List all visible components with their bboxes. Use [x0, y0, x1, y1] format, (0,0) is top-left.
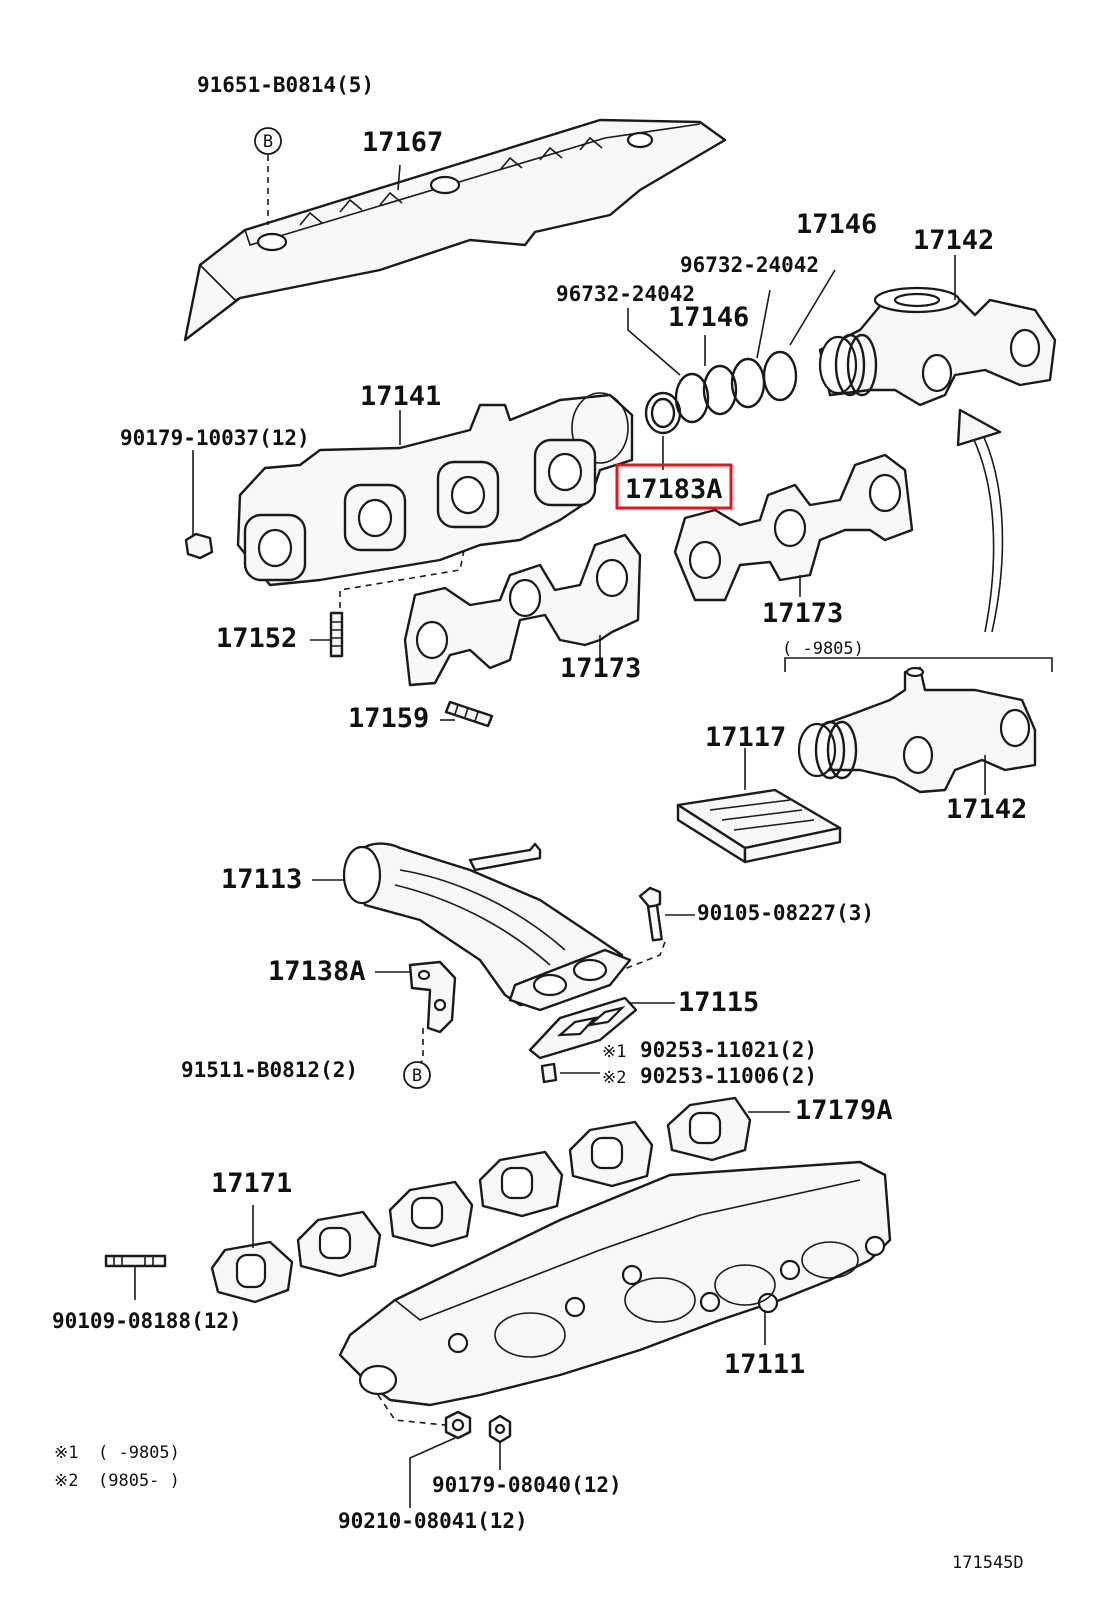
pipe-17113[interactable] — [342, 842, 632, 1012]
label-17167: 17167 — [362, 127, 443, 158]
label-17142-top: 17142 — [913, 225, 994, 256]
exhaust-manifold-17141[interactable] — [236, 392, 634, 587]
label-17173-left: 17173 — [560, 653, 641, 684]
ring-17146-top[interactable] — [762, 350, 798, 402]
label-17159: 17159 — [348, 703, 429, 734]
label-90210-08041: 90210-08041(12) — [338, 1509, 528, 1533]
exhaust-elbow-17142-bottom[interactable] — [797, 666, 1037, 794]
label-17138a: 17138A — [268, 956, 366, 987]
reference-b-marker-top: B — [254, 127, 282, 155]
note-2-text: (9805- ) — [98, 1471, 180, 1491]
nut-90210-08041[interactable] — [444, 1410, 472, 1440]
gasket-17179a[interactable] — [296, 1096, 752, 1278]
label-90253-11006: 90253-11006(2) — [640, 1064, 817, 1088]
gasket-17173-left[interactable] — [403, 533, 642, 687]
svg-text:B: B — [263, 132, 273, 152]
piston-ring-96732-a[interactable] — [674, 372, 710, 424]
diagram-id: 171545D — [952, 1553, 1024, 1573]
label-91511-b0812: 91511-B0812(2) — [181, 1058, 358, 1082]
ring-17146-mid[interactable] — [702, 364, 738, 416]
exhaust-elbow-17142-top[interactable] — [818, 286, 1057, 407]
label-mark-1: ※1 — [602, 1042, 626, 1062]
range-bracket — [784, 657, 1053, 672]
nut-90179-10037[interactable] — [184, 532, 214, 560]
label-17146-top: 17146 — [796, 209, 877, 240]
label-range-top: ( -9805) — [782, 639, 864, 659]
stud-90109[interactable] — [104, 1254, 167, 1268]
label-17183a[interactable]: 17183A — [625, 474, 723, 505]
label-17171: 17171 — [211, 1168, 292, 1199]
label-17179a: 17179A — [795, 1095, 893, 1126]
gasket-17171[interactable] — [210, 1240, 294, 1304]
label-17152: 17152 — [216, 623, 297, 654]
label-17141: 17141 — [360, 381, 441, 412]
piston-ring-96732-b[interactable] — [730, 357, 766, 409]
label-17142-bottom: 17142 — [946, 794, 1027, 825]
label-17173-right: 17173 — [762, 598, 843, 629]
label-17111: 17111 — [724, 1349, 805, 1380]
plug-90253[interactable] — [540, 1062, 558, 1084]
direction-arrow — [956, 408, 1004, 633]
note-2-mark: ※2 — [54, 1471, 78, 1491]
bracket-17138a[interactable] — [408, 960, 457, 1034]
stud-17152[interactable] — [329, 611, 344, 658]
label-90109-08188: 90109-08188(12) — [52, 1309, 242, 1333]
label-90179-08040: 90179-08040(12) — [432, 1473, 622, 1497]
heat-insulator-17167[interactable] — [183, 118, 727, 342]
leader-lines — [134, 155, 986, 1508]
exhaust-manifold-17111[interactable] — [338, 1160, 892, 1407]
label-90105-08227: 90105-08227(3) — [697, 901, 874, 925]
gasket-17115[interactable] — [528, 996, 638, 1060]
label-17113: 17113 — [221, 864, 302, 895]
bolt-90105-08227[interactable] — [638, 886, 663, 942]
label-96732-24042-a: 96732-24042 — [680, 253, 819, 277]
reference-b-marker-bottom: B — [403, 1061, 431, 1089]
plate-17117[interactable] — [676, 788, 842, 864]
label-17117: 17117 — [705, 722, 786, 753]
svg-text:B: B — [412, 1066, 422, 1086]
label-91651-b0814: 91651-B0814(5) — [197, 73, 374, 97]
stud-17159[interactable] — [444, 700, 494, 728]
label-mark-2: ※2 — [602, 1068, 626, 1088]
note-1-text: ( -9805) — [98, 1443, 180, 1463]
label-90179-10037: 90179-10037(12) — [120, 426, 310, 450]
highlight-box-17183a — [615, 463, 733, 510]
note-1-mark: ※1 — [54, 1443, 78, 1463]
nut-90179-08040[interactable] — [488, 1414, 512, 1444]
label-17146-mid: 17146 — [668, 302, 749, 333]
label-96732-24042-b: 96732-24042 — [556, 282, 695, 306]
label-90253-11021: 90253-11021(2) — [640, 1038, 817, 1062]
gasket-17173-right[interactable] — [673, 453, 914, 602]
label-17115: 17115 — [678, 987, 759, 1018]
